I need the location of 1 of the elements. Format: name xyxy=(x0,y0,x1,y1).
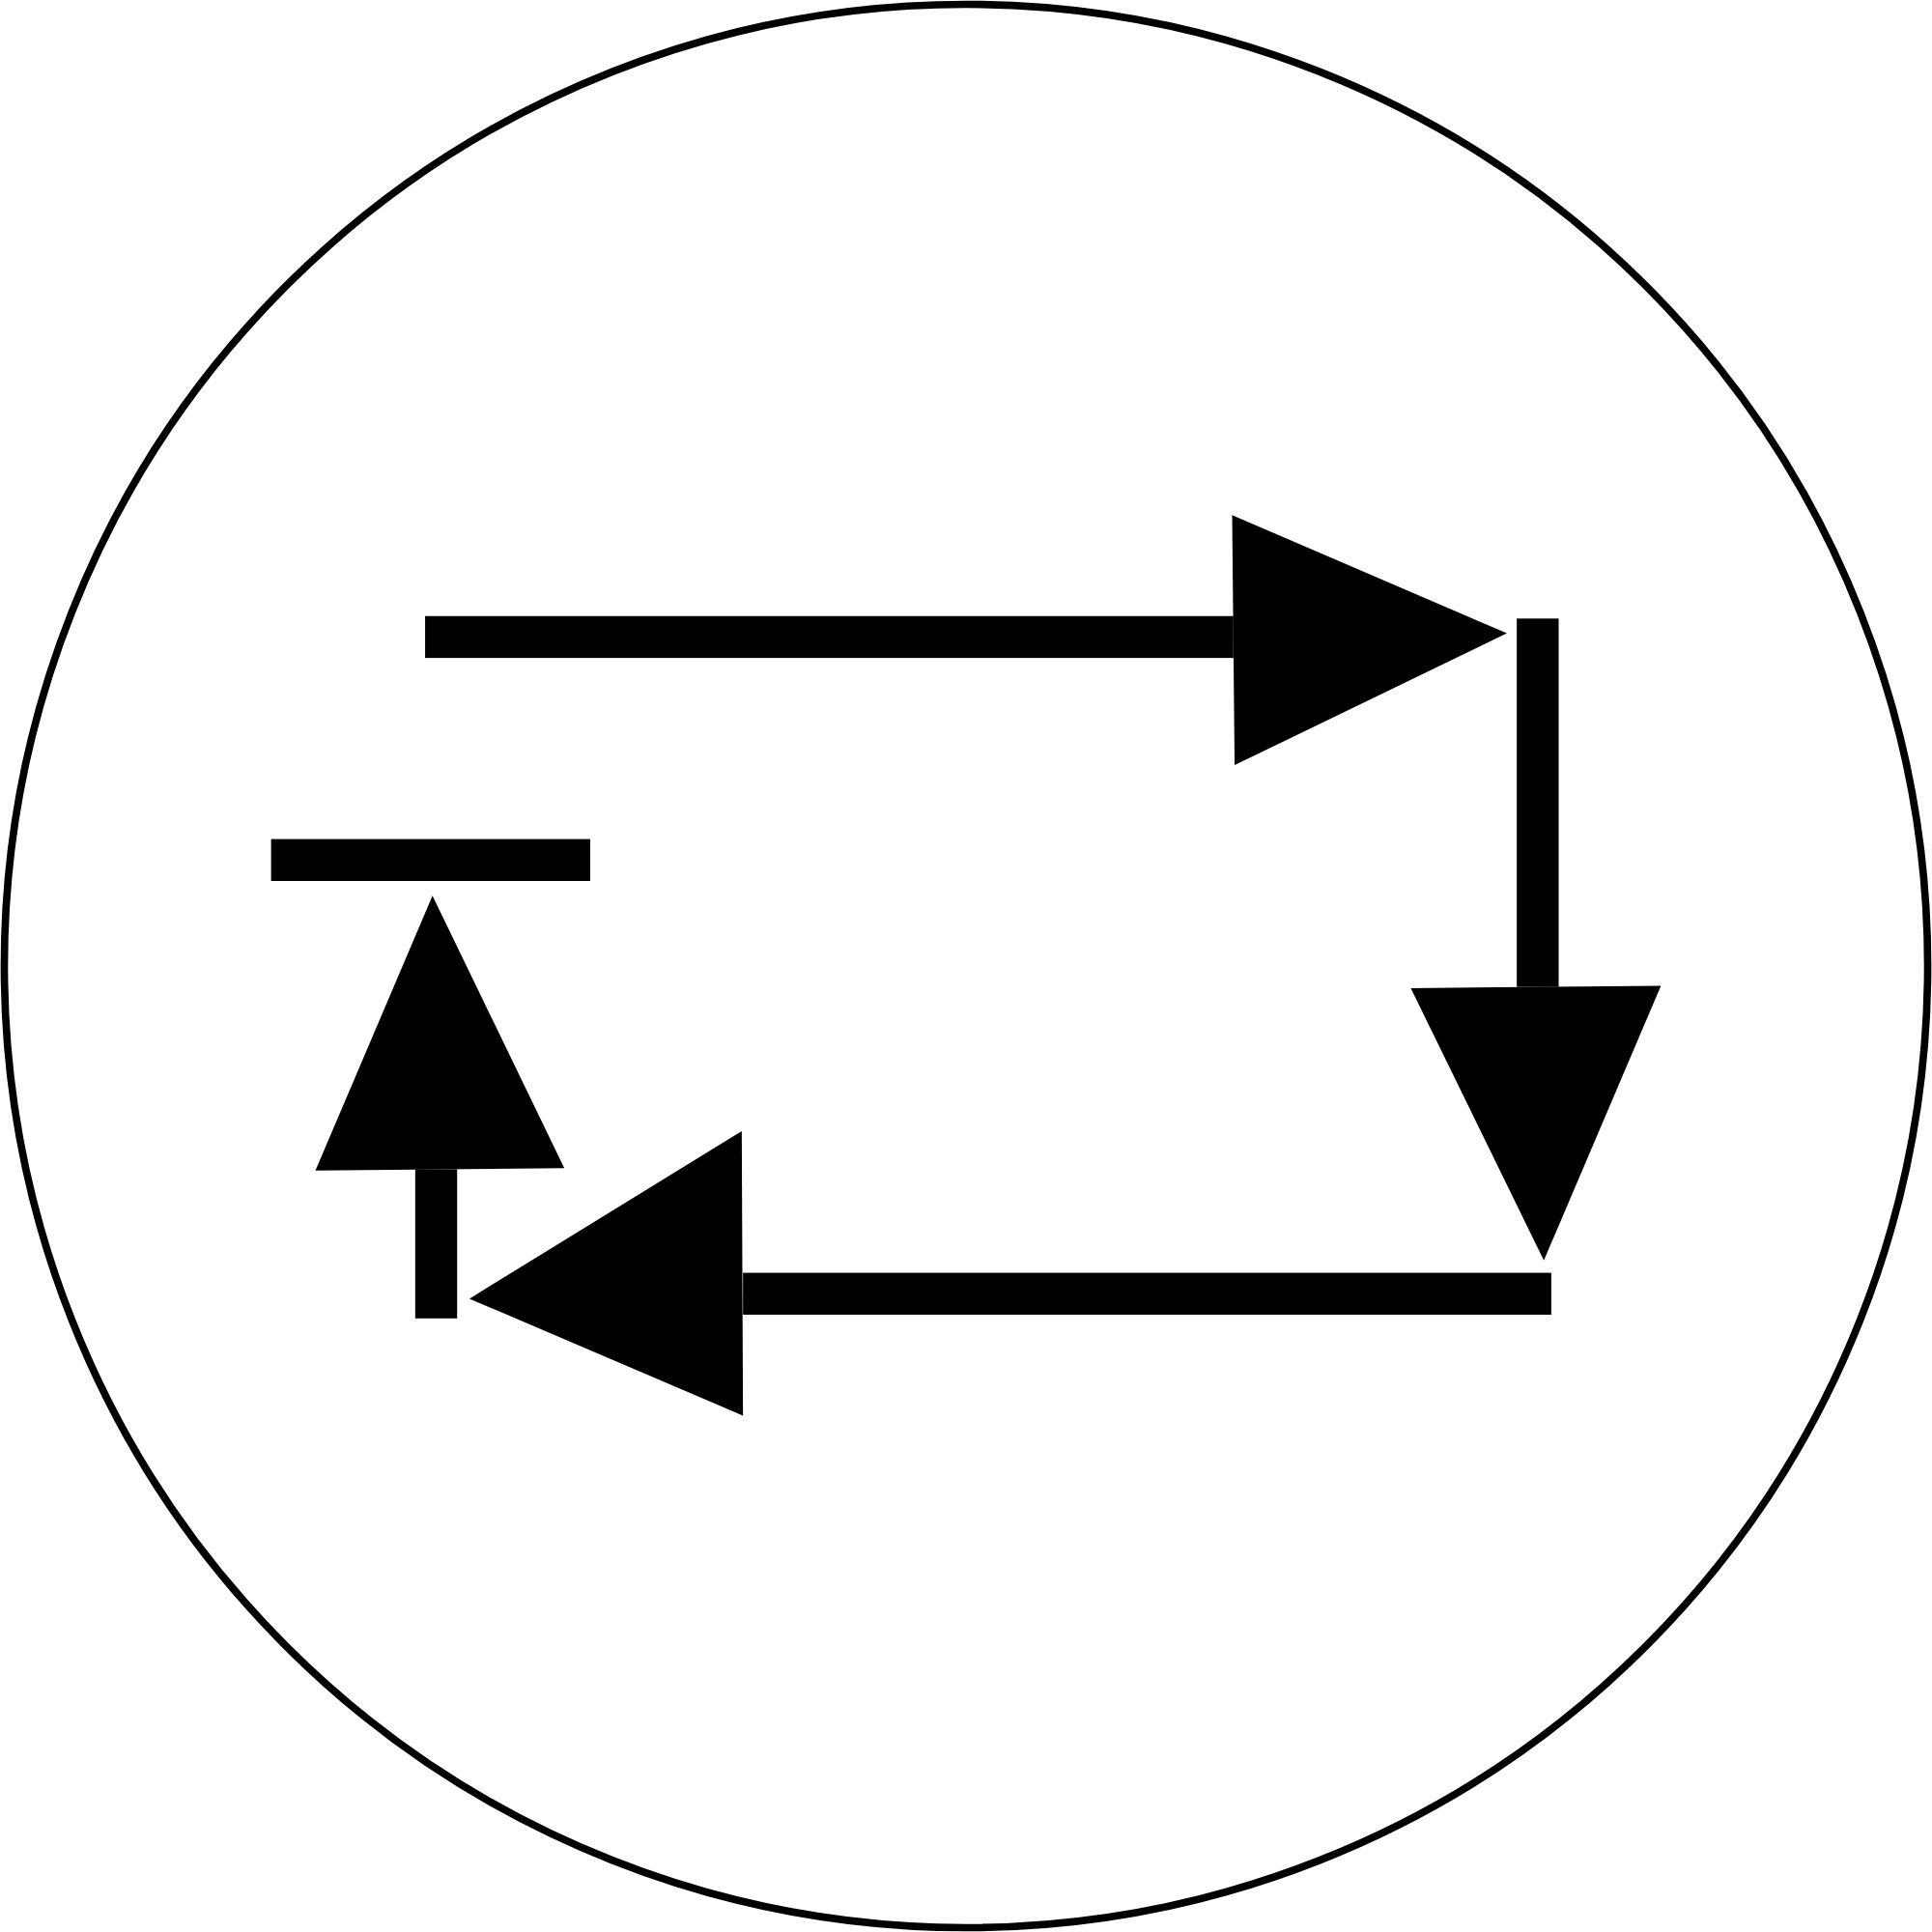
circle-outline xyxy=(0,0,1932,1932)
